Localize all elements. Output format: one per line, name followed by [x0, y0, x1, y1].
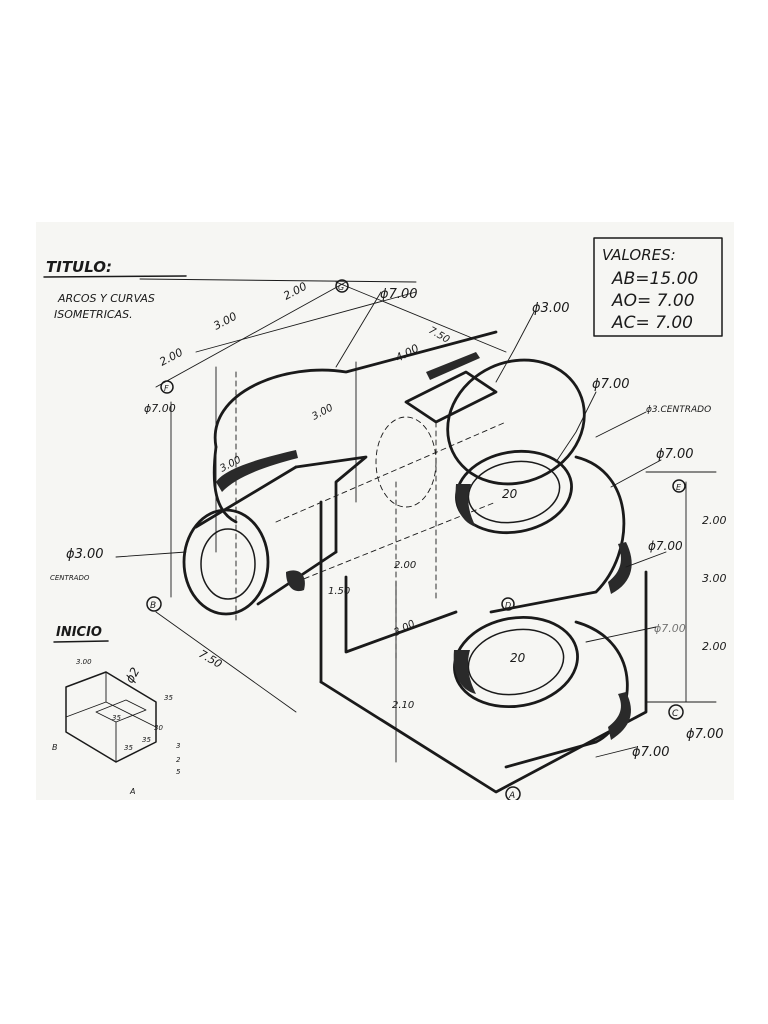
values-heading: VALORES:	[602, 246, 676, 264]
point-d-marker	[501, 597, 515, 611]
shade-right-upper	[608, 542, 632, 594]
dim-phi700-bottom2: ϕ7.00	[686, 727, 724, 742]
dim-750-bottom: 7.50	[197, 647, 225, 671]
inicio-dim-0: 3.00	[76, 658, 92, 666]
dim-20-upper: 20	[502, 487, 518, 501]
point-c-marker	[668, 704, 684, 720]
point-d: D	[505, 601, 511, 610]
point-e-marker	[672, 479, 686, 493]
inicio-point-a: A	[129, 787, 135, 796]
inicio-dim-4: 35	[124, 744, 133, 752]
dim-200-center: 2.00	[394, 560, 416, 571]
title-line1: ARCOS Y CURVAS	[57, 292, 155, 305]
title-line2: ISOMETRICAS.	[54, 308, 133, 321]
isometric-drawing: TITULO: ARCOS Y CURVAS ISOMETRICAS. VALO…	[43, 237, 727, 800]
dim-300-mid: 3.00	[310, 402, 335, 422]
point-markers: B A C D E F G	[146, 279, 686, 800]
value-ao: AO= 7.00	[611, 291, 695, 311]
dim-r200-b: 2.00	[702, 640, 727, 653]
inicio-sketch: INICIO 3.00 35 35 30 35 35 3 2 5 B A	[52, 625, 181, 796]
point-a: A	[508, 791, 515, 800]
hidden-lines	[235, 371, 507, 663]
point-c: C	[672, 709, 679, 719]
drawing-sheet: TITULO: ARCOS Y CURVAS ISOMETRICAS. VALO…	[36, 222, 734, 800]
shade-cylinder	[286, 570, 305, 592]
leader-lines	[115, 291, 667, 758]
dim-300-top: 3.00	[211, 310, 239, 333]
dim-20-lower: 20	[510, 651, 526, 665]
inicio-dim-3: 30	[154, 724, 163, 732]
value-ac: AC= 7.00	[611, 313, 693, 333]
dim-phi300-top: ϕ3.00	[532, 301, 570, 316]
dim-phi-scribble: ϕ7.00	[654, 622, 686, 635]
part-outline	[182, 330, 648, 794]
dim-phi3-centrado: ϕ3.CENTRADO	[646, 405, 711, 415]
inicio-underline	[53, 640, 109, 643]
title-underline	[43, 275, 187, 278]
inicio-dim-5: 35	[142, 736, 151, 744]
point-e: E	[676, 483, 682, 492]
dim-150: 1.50	[328, 586, 350, 597]
dim-200-left: 2.00	[157, 346, 185, 369]
inicio-dim-1: 35	[164, 694, 173, 702]
inicio-dim-7: 2	[176, 756, 181, 764]
title-rule	[139, 278, 417, 283]
point-b-marker	[146, 596, 162, 612]
dim-phi700-right: ϕ7.00	[592, 377, 630, 392]
dim-r200-a: 2.00	[702, 514, 727, 527]
shade-right-lower	[608, 692, 631, 740]
point-f: F	[164, 384, 169, 393]
dim-400: 4.00	[393, 342, 421, 365]
dim-phi-small: ϕ2	[122, 665, 142, 685]
point-a-marker	[505, 786, 521, 800]
dim-210: 2.10	[392, 700, 414, 711]
shade-hole-lower	[453, 650, 476, 694]
point-g-marker	[335, 279, 349, 293]
dimension-lines	[155, 281, 717, 763]
shade-slot	[426, 352, 480, 380]
title-label: TITULO:	[46, 258, 112, 276]
value-ab: AB=15.00	[611, 269, 698, 289]
dim-centrado-left: CENTRADO	[50, 574, 90, 582]
dim-phi700-top: ϕ7.00	[380, 287, 418, 302]
dim-phi700-r3: ϕ7.00	[648, 539, 683, 553]
point-f-marker	[160, 380, 174, 394]
dim-r300: 3.00	[702, 572, 727, 585]
dim-phi700-bottom1: ϕ7.00	[632, 745, 670, 760]
shade-hole-upper	[455, 484, 476, 527]
point-b: B	[150, 601, 156, 611]
point-g: G	[338, 283, 344, 292]
dim-phi700-left: ϕ7.00	[144, 402, 176, 415]
values-box	[593, 237, 723, 337]
dim-phi700-r2: ϕ7.00	[656, 447, 694, 462]
dim-phi300-left: ϕ3.00	[66, 547, 104, 562]
inicio-dim-2: 35	[112, 714, 121, 722]
shade-top	[216, 450, 298, 492]
inicio-label: INICIO	[56, 625, 102, 640]
inicio-dim-6: 3	[176, 742, 180, 750]
inicio-point-b: B	[52, 743, 58, 752]
inicio-dim-8: 5	[176, 768, 181, 776]
dim-200-top: 2.00	[281, 280, 309, 303]
